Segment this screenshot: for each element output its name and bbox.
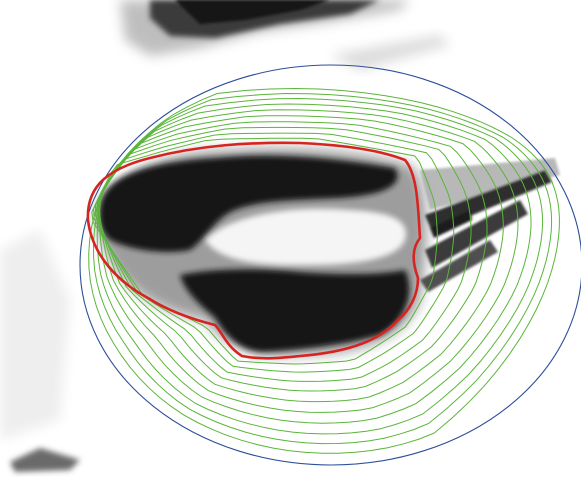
right-striated-tail [420, 158, 560, 292]
final-contour [86, 141, 422, 360]
top-dark-region [120, 0, 410, 56]
intermediate-contours [88, 87, 560, 454]
intermediate-contour [98, 109, 519, 413]
left-faint-region [0, 230, 70, 440]
grayscale-image [0, 0, 560, 472]
bottom-left-speck [10, 448, 80, 472]
upper-dark-band [99, 155, 398, 252]
top-right-faint-region [330, 35, 450, 70]
intermediate-contour [96, 97, 544, 435]
intermediate-contour [94, 126, 472, 382]
lower-dark-band [180, 269, 410, 352]
central-light-gap [205, 208, 406, 266]
intermediate-contour [97, 115, 504, 403]
initial-ellipse-contour [79, 64, 581, 466]
intermediate-contour [92, 92, 553, 445]
intermediate-contour [99, 103, 532, 424]
intermediate-contour [95, 121, 488, 392]
intermediate-contour [88, 87, 560, 454]
